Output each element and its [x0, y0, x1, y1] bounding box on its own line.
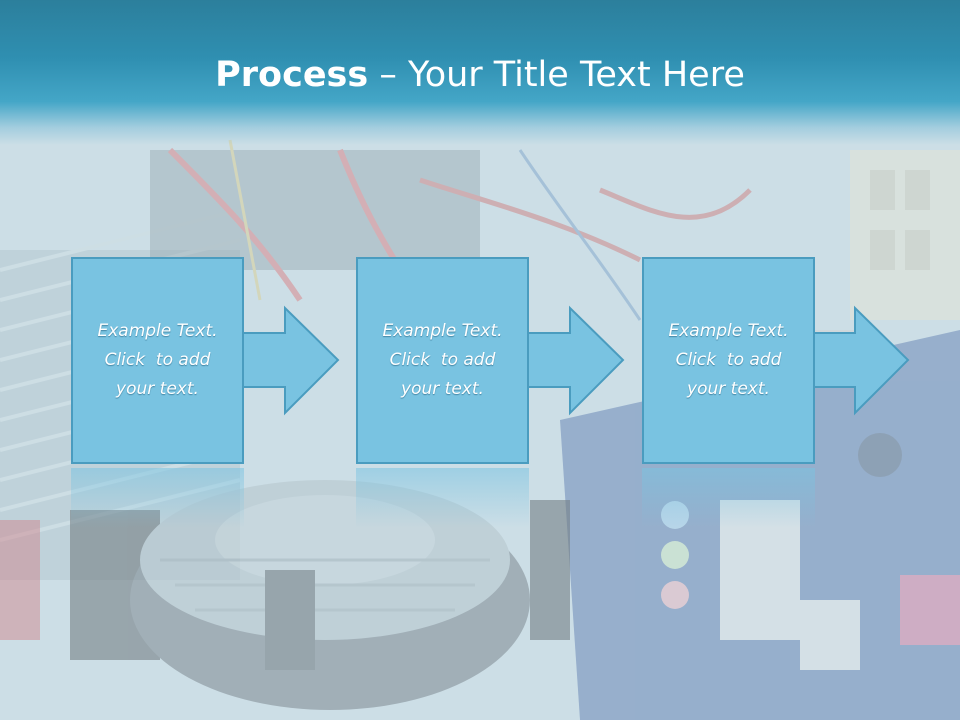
step-line: Example Text. — [382, 321, 503, 341]
step-line: Example Text. — [668, 321, 789, 341]
step-line: your text. — [116, 379, 199, 399]
step-line: Example Text. — [97, 321, 218, 341]
step-text: Example Text. Click to add your text. — [83, 317, 233, 404]
step-line: Click to add — [389, 350, 496, 370]
step-line: Click to add — [104, 350, 211, 370]
reflection — [71, 468, 244, 528]
process-step-box[interactable]: Example Text. Click to add your text. — [642, 257, 815, 464]
title-rest: – Your Title Text Here — [368, 55, 745, 95]
step-text: Example Text. Click to add your text. — [368, 317, 518, 404]
step-line: your text. — [687, 379, 770, 399]
process-step-box[interactable]: Example Text. Click to add your text. — [71, 257, 244, 464]
arrow-icon — [812, 305, 910, 416]
title-band — [0, 0, 960, 145]
title-bold: Process — [215, 55, 369, 95]
arrow-icon — [242, 305, 340, 416]
step-line: Click to add — [675, 350, 782, 370]
reflection — [356, 468, 529, 528]
reflection — [642, 468, 815, 528]
slide-title[interactable]: Process – Your Title Text Here — [0, 52, 960, 98]
step-line: your text. — [401, 379, 484, 399]
arrow-icon — [527, 305, 625, 416]
process-step-box[interactable]: Example Text. Click to add your text. — [356, 257, 529, 464]
step-text: Example Text. Click to add your text. — [654, 317, 804, 404]
